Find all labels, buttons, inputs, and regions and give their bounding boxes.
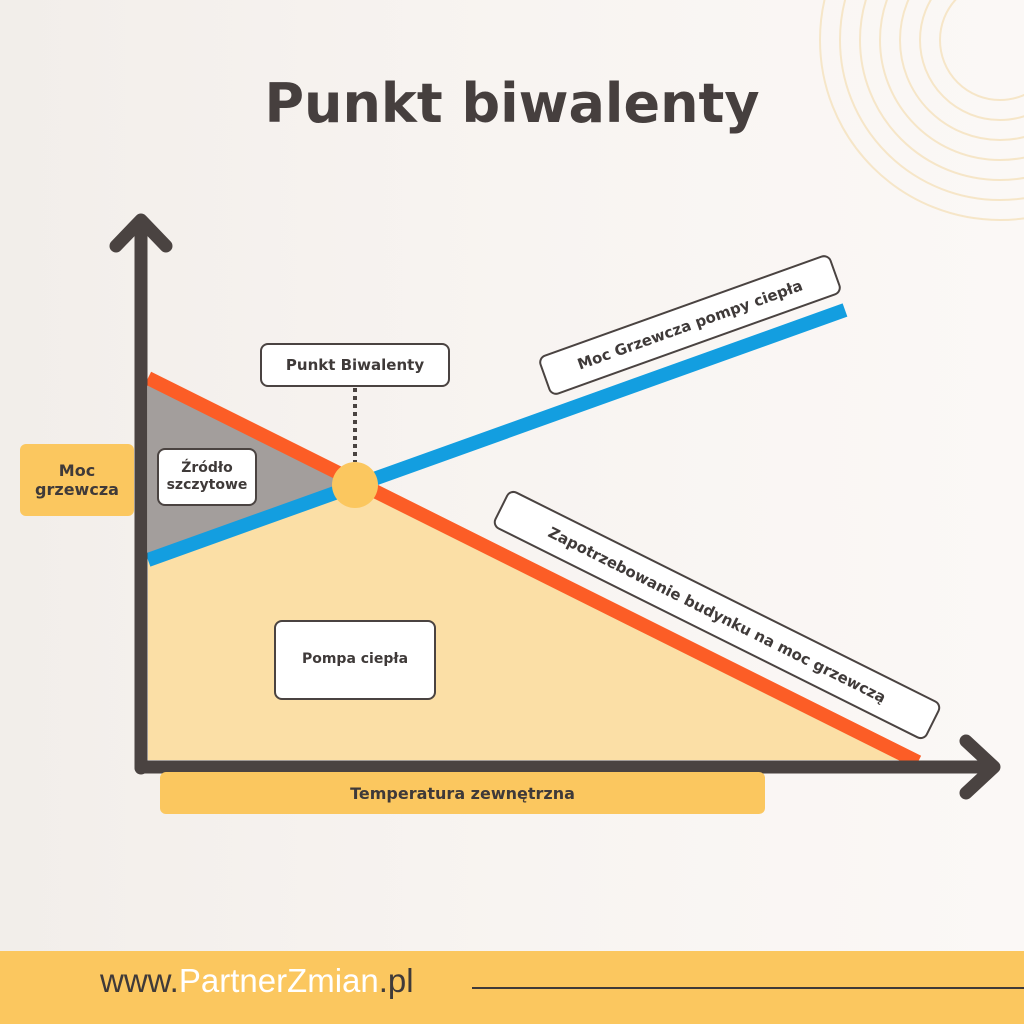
building-demand-line xyxy=(144,371,922,769)
x-axis xyxy=(134,734,1001,800)
page-title: Punkt biwalenty xyxy=(264,72,760,135)
y-axis-label-line1: Moc xyxy=(58,460,96,480)
peak-source-label-line1: Źródło xyxy=(181,459,233,476)
heat-pump-power-line xyxy=(145,303,848,567)
peak-source-label-line2: szczytowe xyxy=(166,477,248,493)
footer-url-suffix: .pl xyxy=(378,962,414,999)
footer-url-brand: PartnerZmian xyxy=(178,962,379,999)
x-axis-label: Temperatura zewnętrzna xyxy=(160,772,765,814)
bivalent-point-label: Punkt Biwalenty xyxy=(260,343,450,387)
y-axis-label: Moc grzewcza xyxy=(20,444,134,516)
y-axis xyxy=(109,213,173,775)
footer-url[interactable]: www.PartnerZmian.pl xyxy=(100,962,414,1000)
bivalent-point xyxy=(332,462,378,508)
footer-divider xyxy=(472,987,1024,989)
heat-pump-label: Pompa ciepła xyxy=(274,620,436,700)
y-axis-label-line2: grzewcza xyxy=(35,480,119,499)
peak-source-label: Źródło szczytowe xyxy=(157,448,257,506)
footer-url-prefix: www. xyxy=(100,962,179,999)
